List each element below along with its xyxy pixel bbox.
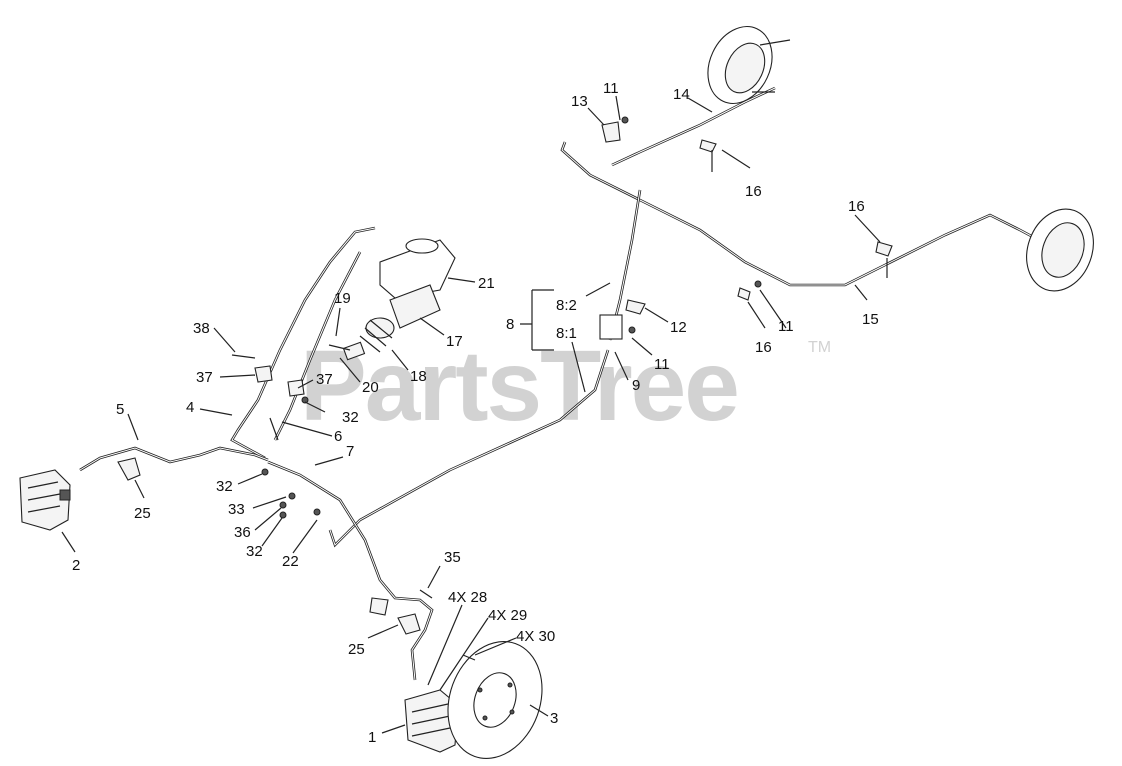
callout-12: 12 <box>670 319 687 336</box>
master-cylinder <box>342 238 456 361</box>
fitting-11a <box>621 116 629 124</box>
bracket-25b <box>397 613 421 635</box>
clip-12 <box>625 299 646 315</box>
callout-25-left: 25 <box>134 505 151 522</box>
right-drum-backing-plate <box>1026 208 1094 292</box>
callout-17: 17 <box>446 333 463 350</box>
callout-36: 36 <box>234 524 251 541</box>
bolt-6 <box>269 417 279 441</box>
callout-4: 4 <box>186 399 194 416</box>
callout-37-right: 37 <box>316 371 333 388</box>
callout-14: 14 <box>673 86 690 103</box>
callout-30: 4X 30 <box>516 628 555 645</box>
bracket-rear <box>369 597 389 616</box>
small-parts <box>117 116 893 661</box>
callout-25-right: 25 <box>348 641 365 658</box>
top-drum-backing-plate <box>707 26 791 104</box>
clip-16c <box>699 139 717 153</box>
callout-16-top: 16 <box>745 183 762 200</box>
callout-8-1: 8:1 <box>556 325 577 342</box>
callout-28: 4X 28 <box>448 589 487 606</box>
callout-11-mid: 11 <box>654 356 670 373</box>
callout-16-right: 16 <box>848 198 865 215</box>
fitting-32c <box>301 396 309 404</box>
callout-16-mid: 16 <box>755 339 772 356</box>
callout-1: 1 <box>368 729 376 746</box>
callout-3: 3 <box>550 710 558 727</box>
brake-line-15 <box>560 141 1036 287</box>
bolt-30 <box>462 654 476 661</box>
callout-33: 33 <box>228 501 245 518</box>
brake-lines <box>79 86 1036 681</box>
callout-8: 8 <box>506 316 514 333</box>
callout-labels: 2 1 3 4 5 6 7 8 8:2 8:1 9 11 11 11 12 13… <box>72 80 879 746</box>
callout-37-left: 37 <box>196 369 213 386</box>
brake-hose-5 <box>79 446 269 472</box>
brake-rotor <box>447 641 543 759</box>
watermark-trademark: TM <box>808 339 831 356</box>
watermark-brand: PartsTree <box>300 330 738 442</box>
bolt-35 <box>419 589 433 599</box>
callout-18: 18 <box>410 368 427 385</box>
callout-6: 6 <box>334 428 342 445</box>
callout-29: 4X 29 <box>488 607 527 624</box>
callout-11-right: 11 <box>778 318 794 335</box>
callout-8-2: 8:2 <box>556 297 577 314</box>
leader-lines <box>61 95 881 734</box>
bolt-19 <box>328 344 351 351</box>
callout-22: 22 <box>282 553 299 570</box>
fitting-22 <box>313 508 321 516</box>
clip-16b <box>737 287 751 301</box>
bracket-25a <box>117 457 141 481</box>
callout-32-c: 32 <box>342 409 359 426</box>
callout-21: 21 <box>478 275 495 292</box>
left-caliper <box>19 469 71 531</box>
bolt-38 <box>231 354 256 359</box>
fitting-11b <box>628 326 636 334</box>
callout-9: 9 <box>632 377 640 394</box>
fitting-11c <box>754 280 762 288</box>
callout-7: 7 <box>346 443 354 460</box>
fitting-36 <box>279 501 287 509</box>
callout-13: 13 <box>571 93 588 110</box>
callout-11-top: 11 <box>603 80 619 97</box>
callout-35: 35 <box>444 549 461 566</box>
watermark: PartsTree TM <box>300 330 831 442</box>
callout-32-a: 32 <box>216 478 233 495</box>
tee-bracket-9 <box>599 314 623 340</box>
fitting-32b <box>279 511 287 519</box>
callout-5: 5 <box>116 401 124 418</box>
tee-13 <box>601 121 621 143</box>
callout-20: 20 <box>362 379 379 396</box>
fitting-32a <box>261 468 269 476</box>
callout-2: 2 <box>72 557 80 574</box>
fitting-33 <box>288 492 296 500</box>
callout-32-b: 32 <box>246 543 263 560</box>
clip-37a <box>254 365 273 383</box>
right-caliper <box>404 689 459 753</box>
callout-19: 19 <box>334 290 351 307</box>
callout-38: 38 <box>193 320 210 337</box>
clip-16a <box>875 241 893 257</box>
clip-37b <box>287 379 305 397</box>
callout-15: 15 <box>862 311 879 328</box>
